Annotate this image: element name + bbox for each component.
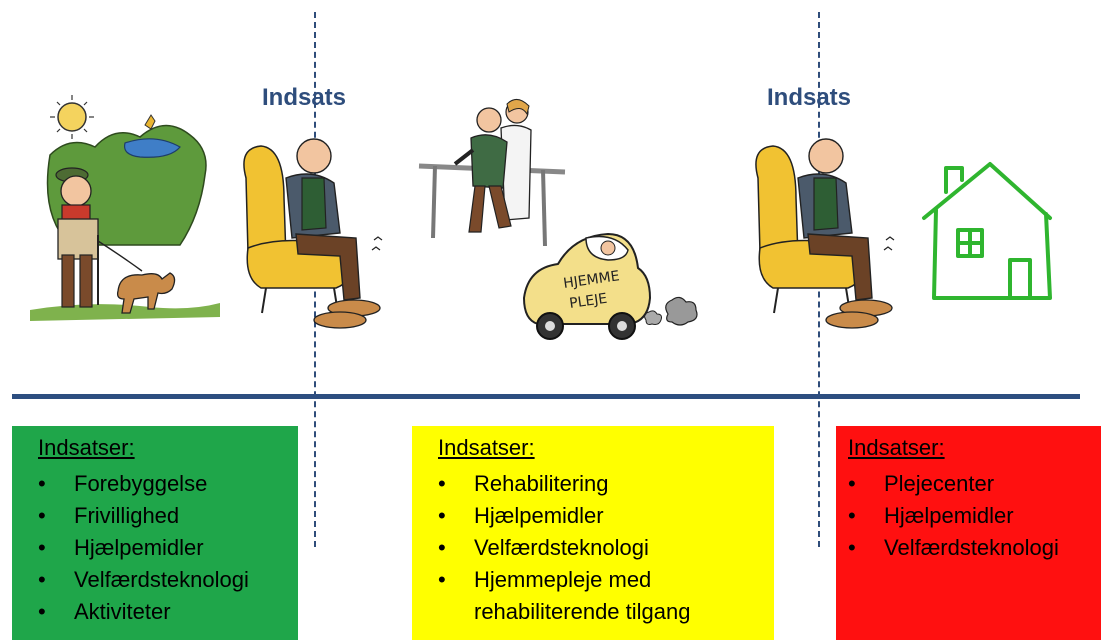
list-item-continued: rehabiliterende tilgang (474, 599, 691, 624)
intervention-box-red: Indsatser: Plejecenter Hjælpemidler Velf… (836, 426, 1101, 640)
list-item: Aktiviteter (38, 596, 298, 628)
list-item: Frivillighed (38, 500, 298, 532)
list-item: Plejecenter (848, 468, 1101, 500)
house-icon (922, 162, 1052, 300)
seated-senior-armchair-illustration (243, 138, 383, 329)
list-item: Forebyggelse (38, 468, 298, 500)
intervention-box-green: Indsatser: Forebyggelse Frivillighed Hjæ… (12, 426, 298, 640)
list-item: Rehabilitering (438, 468, 774, 500)
intervention-list: Plejecenter Hjælpemidler Velfærdsteknolo… (848, 468, 1101, 564)
rehabilitation-parallel-bars-illustration (418, 99, 566, 247)
box-heading: Indsatser: (438, 435, 535, 460)
exhaust-cloud-icon (644, 296, 698, 326)
sun-icon (50, 95, 94, 139)
indsats-label-left: Indsats (262, 84, 347, 111)
list-item: Velfærdsteknologi (848, 532, 1101, 564)
intervention-list: Forebyggelse Frivillighed Hjælpemidler V… (38, 468, 298, 628)
box-heading: Indsatser: (848, 435, 945, 460)
indsats-label-right: Indsats (767, 84, 852, 111)
box-heading: Indsatser: (38, 435, 135, 460)
list-item: Velfærdsteknologi (38, 564, 298, 596)
list-item: Hjælpemidler (848, 500, 1101, 532)
list-item: Velfærdsteknologi (438, 532, 774, 564)
timeline-divider (12, 394, 1080, 399)
list-item: Hjælpemidler (38, 532, 298, 564)
intervention-list: Rehabilitering Hjælpemidler Velfærdstekn… (438, 468, 774, 628)
active-senior-walking-dog-illustration (30, 95, 220, 321)
list-item: Hjælpemidler (438, 500, 774, 532)
seated-senior-armchair-illustration-2 (755, 138, 895, 329)
car-text-line2: PLEJE (568, 291, 608, 312)
intervention-box-yellow: Indsatser: Rehabilitering Hjælpemidler V… (412, 426, 774, 640)
car-text-line1: HJEMME (562, 268, 620, 292)
home-care-car-illustration: HJEMME PLEJE (522, 232, 698, 340)
list-item: Hjemmepleje med (438, 564, 774, 596)
